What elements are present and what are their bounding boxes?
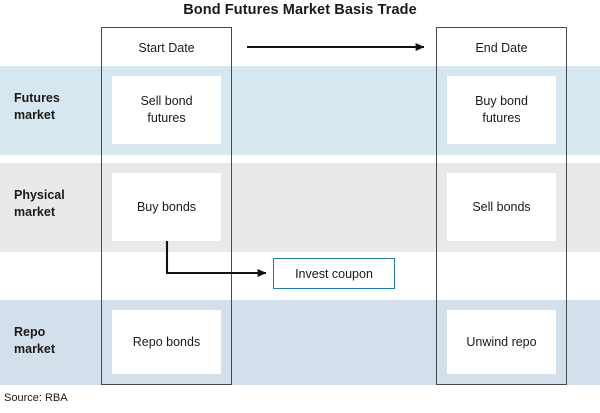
- column-header-start-date: Start Date: [138, 41, 195, 55]
- row-label-physical-market: Physical market: [14, 187, 98, 222]
- row-label-physical-line1: Physical: [14, 188, 65, 202]
- action-box-sell-bond-futures: Sell bond futures: [112, 76, 221, 144]
- column-start-date: Start Date: [101, 27, 232, 385]
- row-label-physical-line2: market: [14, 205, 55, 220]
- row-label-futures-line1: Futures: [14, 91, 60, 105]
- source-note: Source: RBA: [4, 392, 68, 404]
- page-title: Bond Futures Market Basis Trade: [183, 2, 417, 18]
- action-box-repo-bonds: Repo bonds: [112, 310, 221, 374]
- action-buy-bond-futures-line1: Buy bond: [475, 94, 528, 109]
- column-end-date: End Date: [436, 27, 567, 385]
- row-label-repo-line2: market: [14, 342, 55, 357]
- row-label-futures-line2: market: [14, 108, 55, 123]
- action-box-sell-bonds: Sell bonds: [447, 173, 556, 241]
- row-label-futures-market: Futures market: [14, 90, 98, 125]
- action-box-buy-bonds: Buy bonds: [112, 173, 221, 241]
- row-label-repo-market: Repo market: [14, 324, 98, 359]
- column-header-end-date: End Date: [475, 41, 528, 55]
- action-sell-bond-futures-line1: Sell bond: [140, 94, 193, 109]
- action-buy-bond-futures-line2: futures: [482, 111, 521, 125]
- row-label-repo-line1: Repo: [14, 325, 46, 339]
- action-box-invest-coupon: Invest coupon: [273, 258, 395, 289]
- action-sell-bond-futures-line2: futures: [147, 111, 186, 125]
- action-box-buy-bond-futures: Buy bond futures: [447, 76, 556, 144]
- action-box-unwind-repo: Unwind repo: [447, 310, 556, 374]
